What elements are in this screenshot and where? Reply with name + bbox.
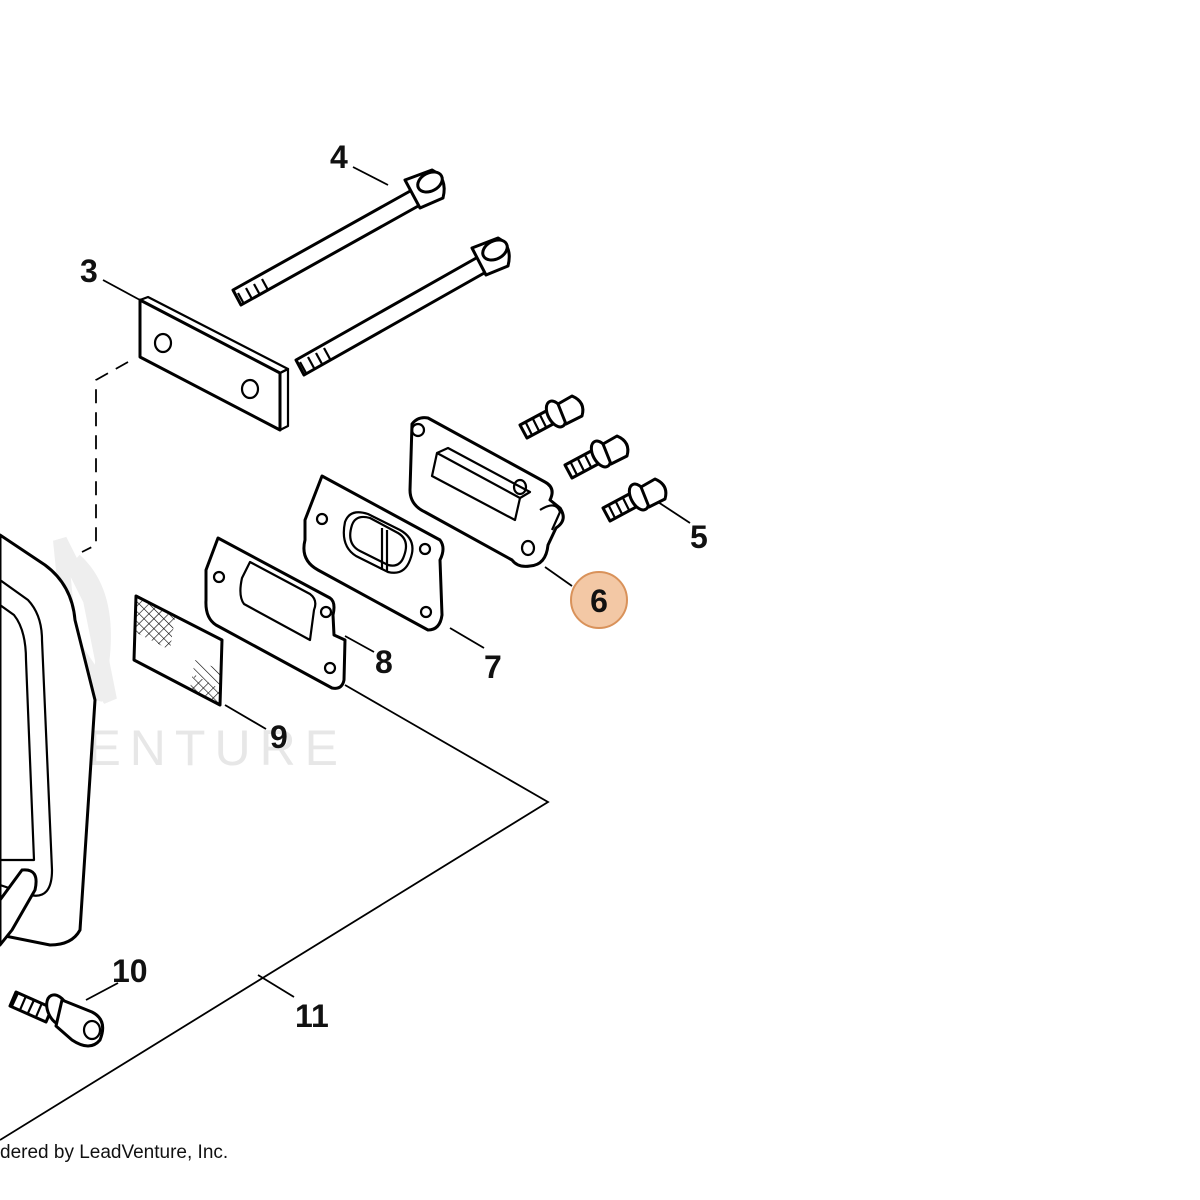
part-label-3: 3 bbox=[80, 253, 98, 289]
screen-part-9 bbox=[132, 594, 224, 707]
part-label-7: 7 bbox=[484, 649, 502, 685]
muffler-body bbox=[0, 533, 97, 947]
screw-part-5-top bbox=[518, 394, 585, 440]
part-label-11: 11 bbox=[295, 998, 329, 1034]
part-label-4: 4 bbox=[330, 139, 348, 175]
screw-part-4-upper bbox=[231, 168, 446, 307]
part-label-5: 5 bbox=[690, 519, 708, 555]
part-label-10: 10 bbox=[112, 953, 148, 989]
highlight-circle[interactable] bbox=[570, 571, 628, 629]
part-label-6[interactable]: 6 bbox=[590, 583, 608, 619]
screw-part-10 bbox=[8, 990, 105, 1048]
part-label-8: 8 bbox=[375, 644, 393, 680]
leader-line-7 bbox=[449, 627, 485, 649]
screw-part-5-middle bbox=[563, 434, 630, 480]
footer-credit: dered by LeadVenture, Inc. bbox=[0, 1142, 228, 1163]
leader-line-8 bbox=[344, 635, 375, 653]
leader-line-6 bbox=[544, 566, 573, 587]
leader-line-3 bbox=[102, 279, 141, 301]
plate-part-3 bbox=[138, 295, 290, 432]
part-11-bracket bbox=[0, 684, 550, 1141]
leader-line-10 bbox=[85, 982, 119, 1001]
leader-line-5 bbox=[657, 501, 691, 524]
leader-line-4 bbox=[352, 166, 389, 186]
part-label-9: 9 bbox=[270, 719, 288, 755]
leader-line-11 bbox=[257, 974, 295, 998]
dashed-guide-line bbox=[81, 361, 129, 553]
gasket-part-7 bbox=[302, 474, 445, 632]
screw-part-5-bottom bbox=[601, 477, 668, 523]
screw-part-4-lower bbox=[294, 236, 511, 377]
leader-line-9 bbox=[224, 704, 267, 730]
bracket-part-6 bbox=[408, 416, 565, 568]
gasket-part-8 bbox=[204, 536, 347, 690]
